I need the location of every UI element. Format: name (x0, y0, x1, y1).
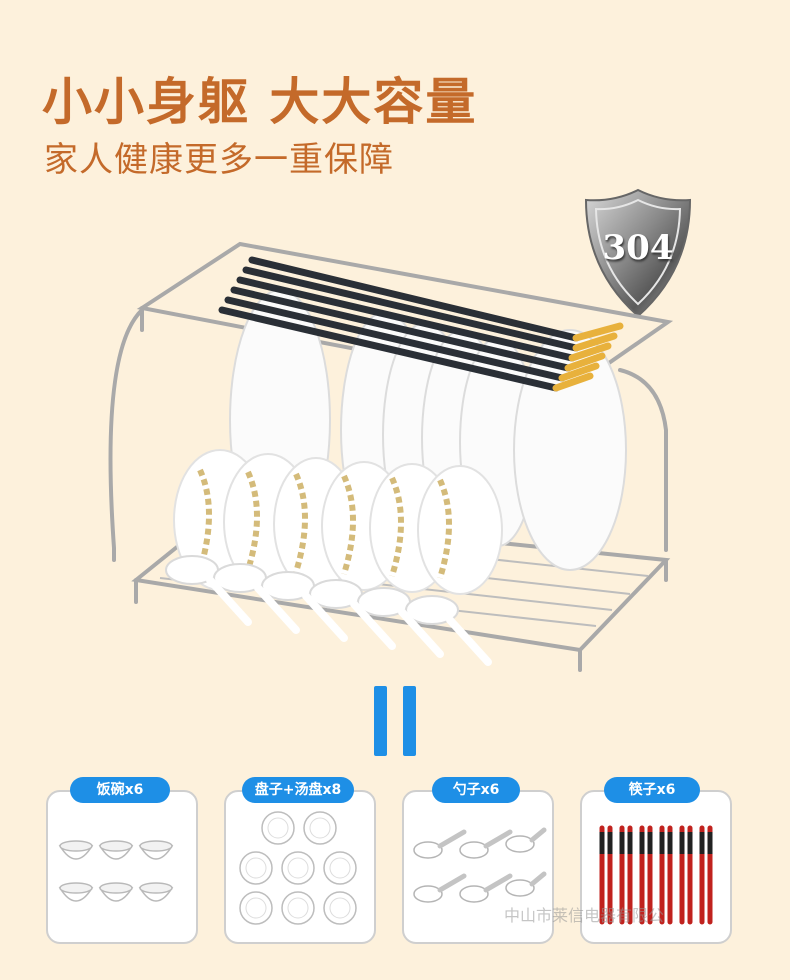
bowl-icon (58, 840, 174, 902)
card-chopsticks-label: 筷子x6 (604, 777, 700, 803)
dish-rack-illustration (100, 230, 690, 690)
card-plates (224, 790, 376, 944)
card-bowls-label: 饭碗x6 (70, 777, 170, 803)
equals-sign (372, 686, 418, 756)
shield-304-label: 304 (602, 228, 674, 268)
subline: 家人健康更多一重保障 (44, 140, 394, 180)
chopsticks-icon (599, 825, 713, 925)
equals-bar-left (374, 686, 387, 756)
watermark-text: 中山市莱信电器有限公 (504, 906, 665, 925)
card-spoons-label: 勺子x6 (432, 777, 520, 803)
card-spoons (402, 790, 554, 944)
spoon-icon (413, 827, 547, 903)
card-chopsticks (580, 790, 732, 944)
dish-rack-icon (108, 241, 674, 672)
steel-shield-badge: 304 (582, 186, 694, 320)
equals-bar-right (403, 686, 416, 756)
card-bowls (46, 790, 198, 944)
card-plates-label: 盘子+汤盘x8 (242, 777, 354, 803)
headline: 小小身躯 大大容量 (42, 73, 478, 131)
plate-icon (239, 811, 357, 925)
